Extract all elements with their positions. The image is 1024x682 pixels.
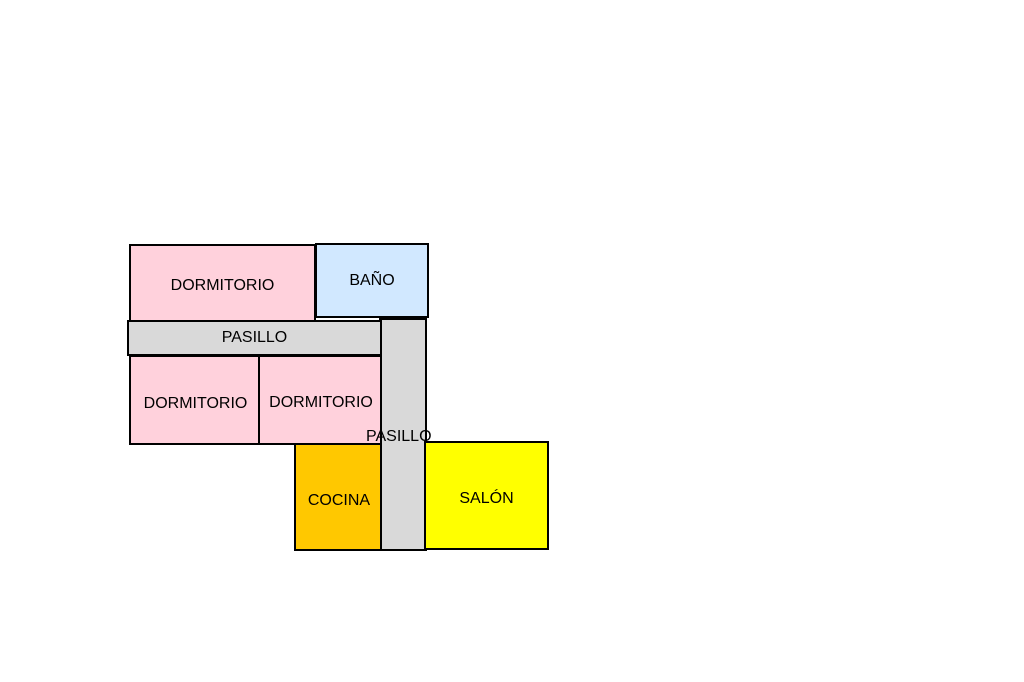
room-dormitorio-1: DORMITORIO: [129, 244, 316, 322]
room-dormitorio-2: DORMITORIO: [129, 355, 260, 445]
room-label-dormitorio-1: DORMITORIO: [170, 277, 275, 294]
room-label-bano: BAÑO: [349, 271, 395, 289]
room-label-cocina: COCINA: [307, 492, 371, 509]
room-dormitorio-3: DORMITORIO: [258, 355, 382, 445]
room-label-dormitorio-2: DORMITORIO: [143, 395, 248, 412]
room-label-pasillo-vertical: PASILLO: [366, 428, 432, 445]
room-cocina: COCINA: [294, 443, 382, 551]
room-bano: BAÑO: [315, 243, 429, 318]
room-label-salon: SALÓN: [459, 489, 514, 507]
room-salon: SALÓN: [424, 441, 549, 550]
room-label-dormitorio-3: DORMITORIO: [269, 394, 373, 411]
room-label-pasillo-horizontal: PASILLO: [221, 329, 288, 346]
room-pasillo-horizontal: PASILLO: [127, 320, 382, 356]
